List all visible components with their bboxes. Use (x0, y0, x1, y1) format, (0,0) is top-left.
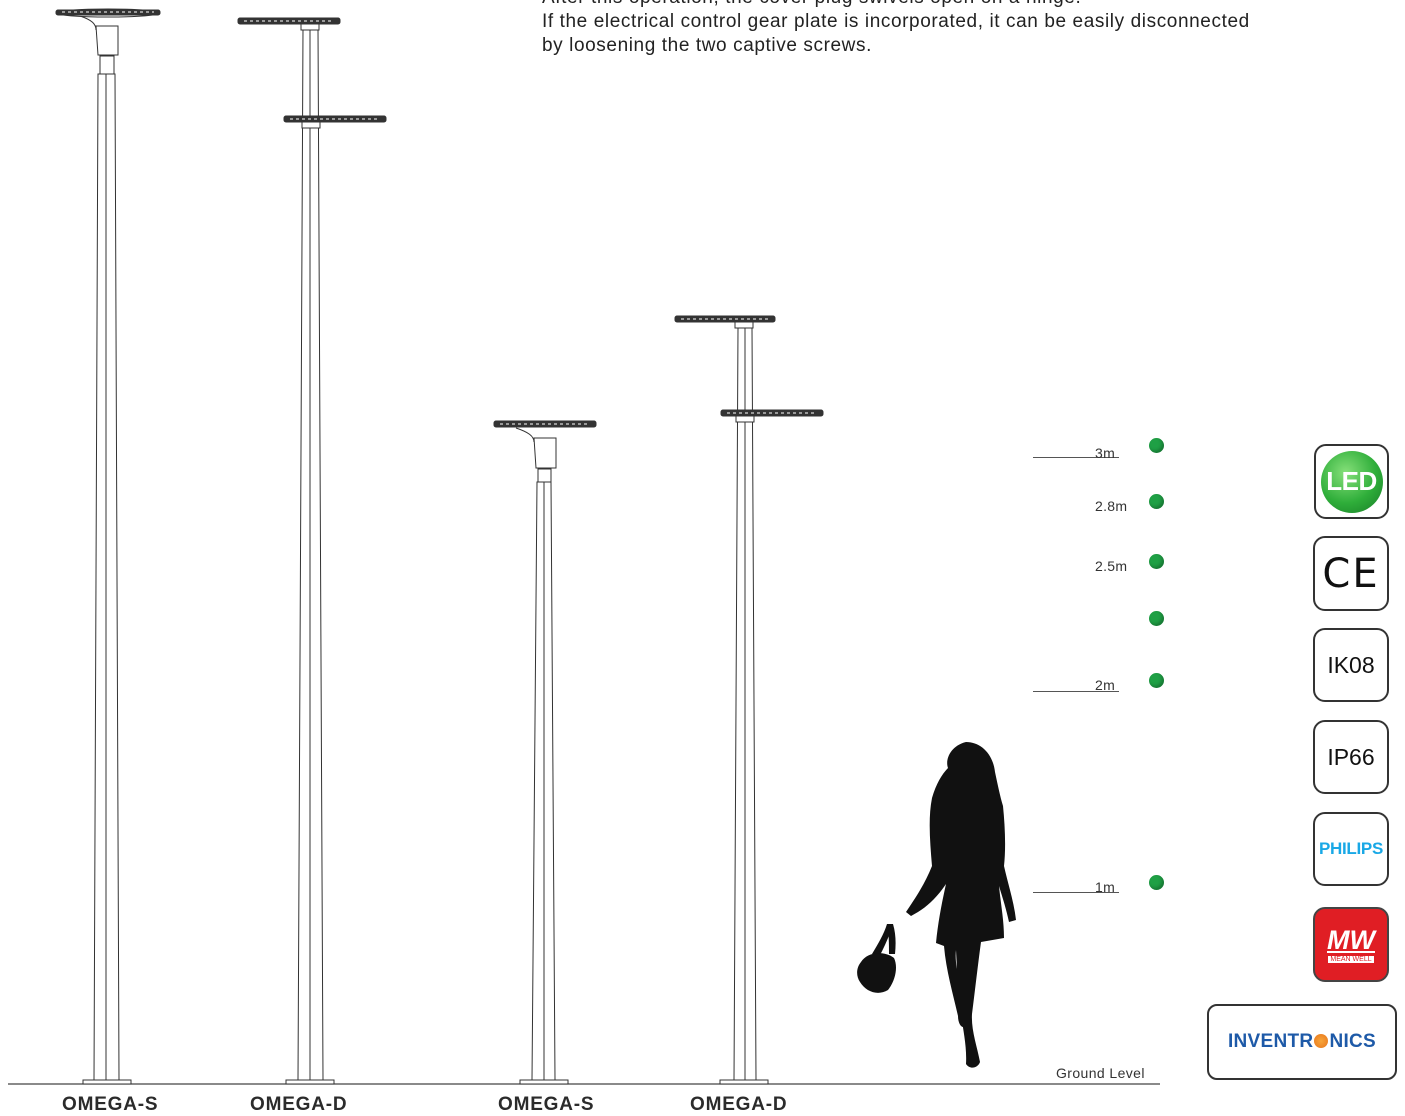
height-marker-dot (1149, 438, 1164, 453)
philips-logo: PHILIPS (1318, 839, 1384, 858)
model-label-omega-d: OMEGA-D (690, 1094, 788, 1115)
height-marker-label: 2m (1095, 677, 1116, 693)
inventronics-text-b: NICS (1329, 1031, 1377, 1052)
inventronics-badge: INVENTR NICS (1207, 1004, 1397, 1080)
ce-mark-icon: CE (1322, 550, 1380, 597)
inventronics-logo: INVENTR NICS (1228, 1031, 1376, 1053)
ground-level-label: Ground Level (1056, 1065, 1145, 1081)
height-marker-line (1033, 457, 1119, 458)
height-marker-label: 1m (1095, 879, 1116, 895)
height-marker-label: 3m (1095, 445, 1116, 461)
model-label-omega-d: OMEGA-D (250, 1094, 348, 1115)
height-marker-dot (1149, 673, 1164, 688)
globe-icon (1314, 1034, 1329, 1048)
height-marker-dot (1149, 494, 1164, 509)
meanwell-sub-label: MEAN WELL (1328, 955, 1374, 963)
meanwell-logo-icon: MW (1327, 924, 1375, 955)
pole-omega-d-short (674, 315, 824, 1085)
meanwell-badge: MW MEAN WELL (1313, 907, 1389, 982)
height-marker-label: 2.8m (1095, 498, 1128, 514)
description-line: by loosening the two captive screws. (542, 35, 872, 56)
led-badge-text: LED (1326, 466, 1377, 496)
height-marker-label: 2.5m (1095, 558, 1128, 574)
description-line: After this operation, the cover plug swi… (542, 0, 1382, 10)
ip-rating-badge: IP66 (1313, 720, 1389, 794)
model-label-omega-s: OMEGA-S (498, 1094, 595, 1115)
philips-badge: PHILIPS (1313, 812, 1389, 886)
height-marker-dot (1149, 875, 1164, 890)
model-label-omega-s: OMEGA-S (62, 1094, 159, 1115)
pole-omega-s-tall (55, 8, 161, 1085)
inventronics-text-a: INVENTR (1227, 1031, 1314, 1052)
pole-omega-d-tall (237, 17, 387, 1085)
led-badge: LED (1314, 444, 1389, 519)
pole-omega-s-short (493, 420, 597, 1085)
height-marker-line (1033, 691, 1119, 692)
ik-rating-badge: IK08 (1313, 628, 1389, 702)
height-marker-dot (1149, 611, 1164, 626)
ip-rating-text: IP66 (1327, 743, 1375, 770)
led-icon: LED (1320, 450, 1383, 513)
height-marker-line (1033, 892, 1119, 893)
description-line: If the electrical control gear plate is … (542, 11, 1250, 32)
height-marker-dot (1149, 554, 1164, 569)
person-silhouette (857, 742, 1016, 1068)
ce-badge: CE (1313, 536, 1389, 611)
ik-rating-text: IK08 (1327, 651, 1375, 678)
description-text: After this operation, the cover plug swi… (542, 0, 1382, 58)
